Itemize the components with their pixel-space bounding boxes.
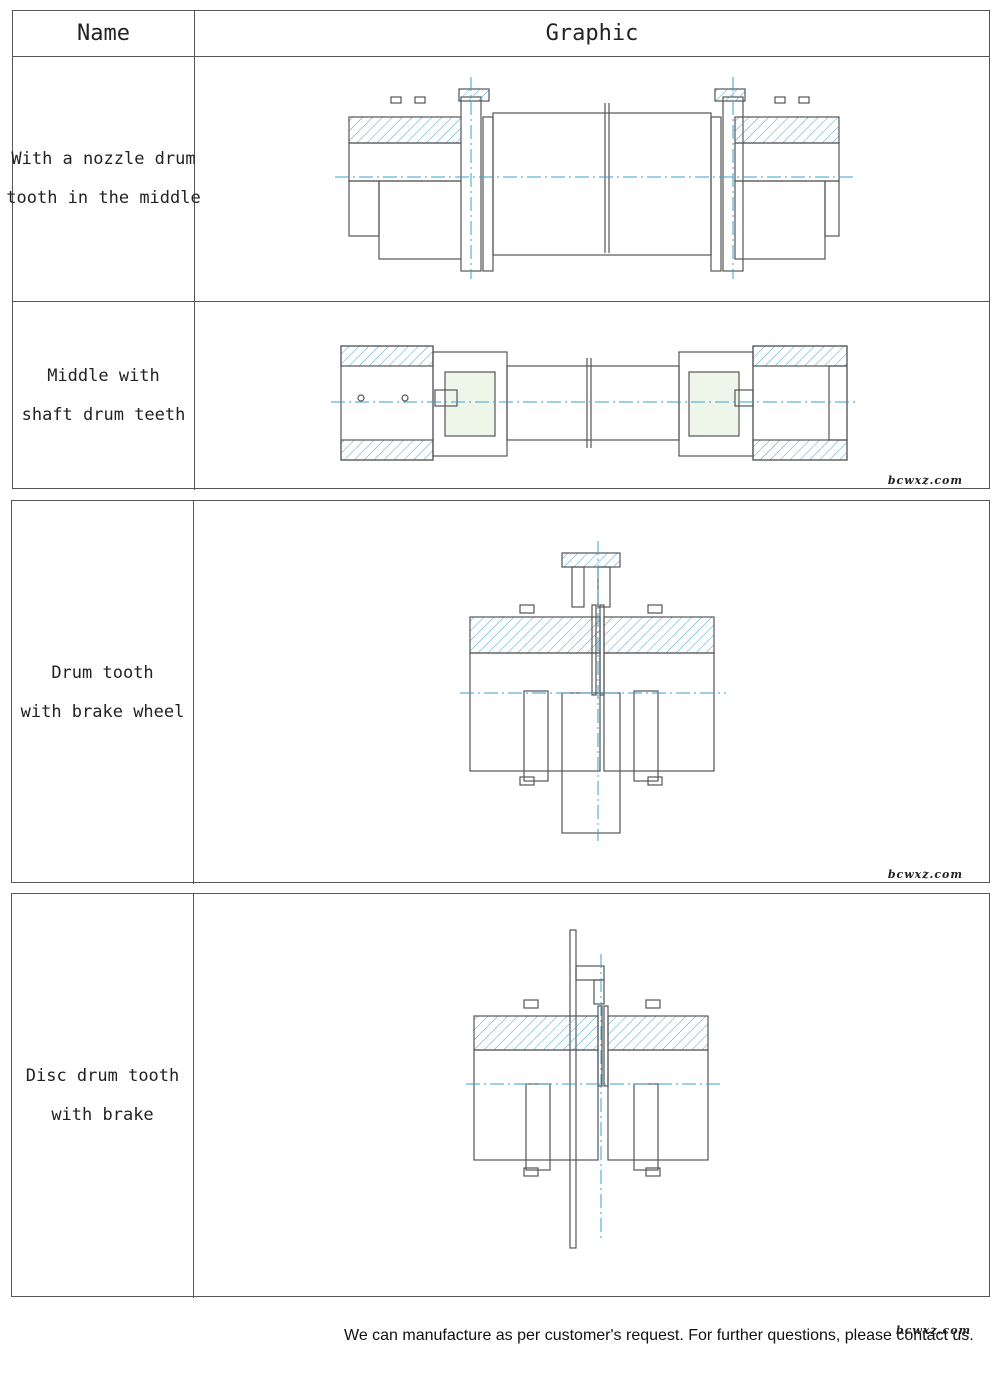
row-name-text: Drum tooth with brake wheel [21,654,185,732]
row-name-text: Middle with shaft drum teeth [22,357,186,435]
table-row: Disc drum tooth with brake [12,894,989,1298]
drawing-drum-tooth-brake-wheel [460,541,726,841]
row-name-text: With a nozzle drum tooth in the middle [6,140,200,218]
coupling-table-1: Name Graphic With a nozzle drum tooth in… [6,10,990,490]
row-name-line: tooth in the middle [6,188,201,208]
table-row: With a nozzle drum tooth in the middle [6,57,989,302]
row-name-line: with brake [51,1105,154,1125]
row-graphic-cell: bcwxz.com [194,501,989,884]
row-name-line: Disc drum tooth [25,1066,180,1086]
header-graphic-label: Graphic [545,21,639,46]
table-header-row: Name Graphic [13,11,989,57]
row-graphic-cell: bcwxz.com [195,302,989,490]
header-name-cell: Name [13,11,195,56]
watermark: bcwxz.com [887,474,963,487]
row-name-cell: With a nozzle drum tooth in the middle [6,57,201,301]
drawing-disc-drum-tooth-brake [466,929,720,1249]
row-name-line: Middle with [47,366,160,386]
row-name-cell: Disc drum tooth with brake [12,894,194,1298]
header-graphic-cell: Graphic [195,11,989,56]
drawing-middle-shaft-drum-teeth [331,345,859,461]
row-name-text: Disc drum tooth with brake [26,1057,180,1135]
footer-note: We can manufacture as per customer's req… [344,1327,974,1344]
drawing-nozzle-drum-tooth [335,77,855,279]
row-name-cell: Middle with shaft drum teeth [13,302,195,490]
row-graphic-cell [195,57,989,301]
table-row: Drum tooth with brake wheel [12,501,989,884]
row-graphic-cell [194,894,989,1298]
row-name-cell: Drum tooth with brake wheel [12,501,194,884]
coupling-table-3: Disc drum tooth with brake [11,893,990,1298]
table-row: Middle with shaft drum teeth [13,302,989,490]
header-name-label: Name [77,21,130,46]
footer-watermark: bcwxz.com [896,1324,972,1337]
coupling-table-2: Drum tooth with brake wheel [11,500,990,884]
row-name-line: With a nozzle drum [11,149,196,169]
row-name-line: Drum tooth [51,662,154,683]
watermark: bcwxz.com [887,868,963,881]
row-name-line: shaft drum teeth [21,405,186,425]
row-name-line: with brake wheel [20,701,185,722]
